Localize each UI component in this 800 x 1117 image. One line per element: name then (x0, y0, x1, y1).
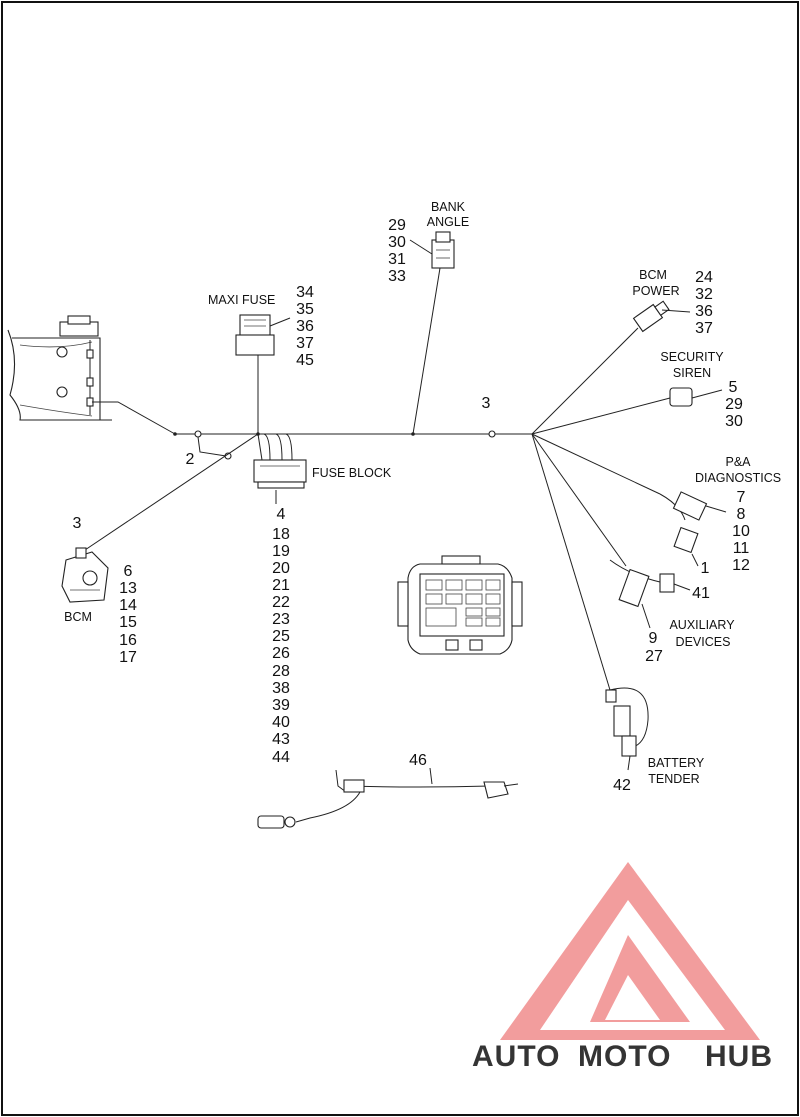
fuse-block-number: 21 (272, 577, 290, 594)
fuse-block-number: 44 (272, 749, 290, 766)
frame-bracket (7, 315, 112, 421)
right-branches (531, 300, 727, 771)
fuse-block-number: 18 (272, 526, 290, 543)
bcm-power-number: 32 (695, 286, 713, 303)
maxi-fuse-number: 35 (296, 301, 314, 318)
watermark-text-auto: AUTO (472, 1040, 560, 1073)
bcm-power-number: 36 (695, 303, 713, 320)
maxi-fuse-number: 36 (296, 318, 314, 335)
auxiliary-devices-label-1: AUXILIARY (669, 618, 735, 632)
maxi-fuse-number: 45 (296, 352, 314, 369)
fuse-block-number: 40 (272, 714, 290, 731)
fuse-block-number: 23 (272, 611, 290, 628)
bcm-number: 17 (119, 649, 137, 666)
fuse-block-number: 4 (277, 506, 286, 523)
maxi-fuse (235, 314, 291, 434)
fuse-block-number: 39 (272, 697, 290, 714)
bank-angle-label-2: ANGLE (427, 215, 469, 229)
fuse-block-number: 19 (272, 543, 290, 560)
fuse-block-number: 28 (272, 663, 290, 680)
bank-angle-sensor (409, 231, 455, 435)
bcm-power-number: 24 (695, 269, 713, 286)
fuse-block (253, 433, 307, 504)
maxi-fuse-label: MAXI FUSE (208, 293, 275, 307)
bcm-power-label-1: BCM (639, 268, 667, 282)
bcm-number: 6 (124, 563, 133, 580)
bank-angle-number: 31 (388, 251, 406, 268)
connector-face-detail (397, 555, 523, 655)
bcm-number: 16 (119, 632, 137, 649)
pa-diagnostics-label-1: P&A (725, 455, 751, 469)
battery-tender-label-1: BATTERY (648, 756, 705, 770)
pa-diagnostics-number: 7 (737, 489, 746, 506)
callout-2: 2 (186, 451, 195, 468)
bcm-number: 15 (119, 614, 137, 631)
bcm-power-number: 37 (695, 320, 713, 337)
bcm-module (61, 433, 259, 603)
watermark-text-hub: HUB (705, 1040, 773, 1073)
auxiliary-devices-number: 9 (649, 630, 658, 647)
fuse-block-number: 25 (272, 628, 290, 645)
bank-angle-number: 29 (388, 217, 406, 234)
battery-tender-label-2: TENDER (648, 772, 699, 786)
auxiliary-devices-number: 27 (645, 648, 663, 665)
pa-diagnostics-number: 12 (732, 557, 750, 574)
main-harness-trunk (92, 401, 532, 460)
security-siren-label-1: SECURITY (660, 350, 724, 364)
fuse-block-number: 38 (272, 680, 290, 697)
battery-tender-number: 42 (613, 777, 631, 794)
security-siren-number: 29 (725, 396, 743, 413)
pa-diagnostics-number: 8 (737, 506, 746, 523)
security-siren-number: 30 (725, 413, 743, 430)
auxiliary-devices-label-2: DEVICES (676, 635, 731, 649)
bank-angle-number: 30 (388, 234, 406, 251)
pa-diagnostics-number: 10 (732, 523, 750, 540)
pa-diagnostics-number: 11 (733, 540, 750, 557)
watermark-logo: AUTO MOTO HUB (472, 862, 773, 1073)
bcm-number: 13 (119, 580, 137, 597)
security-siren-label-2: SIREN (673, 366, 711, 380)
fuse-block-label: FUSE BLOCK (312, 466, 392, 480)
fuse-block-number: 20 (272, 560, 290, 577)
security-siren-number: 5 (729, 379, 738, 396)
callout-3-top: 3 (482, 395, 491, 412)
callout-46: 46 (409, 752, 427, 769)
callout-1: 1 (701, 560, 710, 577)
bcm-number: 14 (119, 597, 137, 614)
pa-diagnostics-label-2: DIAGNOSTICS (695, 471, 781, 485)
fuse-block-number: 26 (272, 645, 290, 662)
watermark-text-moto: MOTO (578, 1040, 671, 1073)
maxi-fuse-number: 37 (296, 335, 314, 352)
bcm-label: BCM (64, 610, 92, 624)
bcm-power-label-2: POWER (632, 284, 679, 298)
fuse-block-number: 43 (272, 731, 290, 748)
maxi-fuse-number: 34 (296, 284, 314, 301)
fuse-block-number: 22 (272, 594, 290, 611)
bank-angle-number: 33 (388, 268, 406, 285)
cable-46 (257, 767, 519, 829)
callout-3-bcm: 3 (73, 515, 82, 532)
bank-angle-label-1: BANK (431, 200, 466, 214)
callout-41: 41 (692, 585, 710, 602)
